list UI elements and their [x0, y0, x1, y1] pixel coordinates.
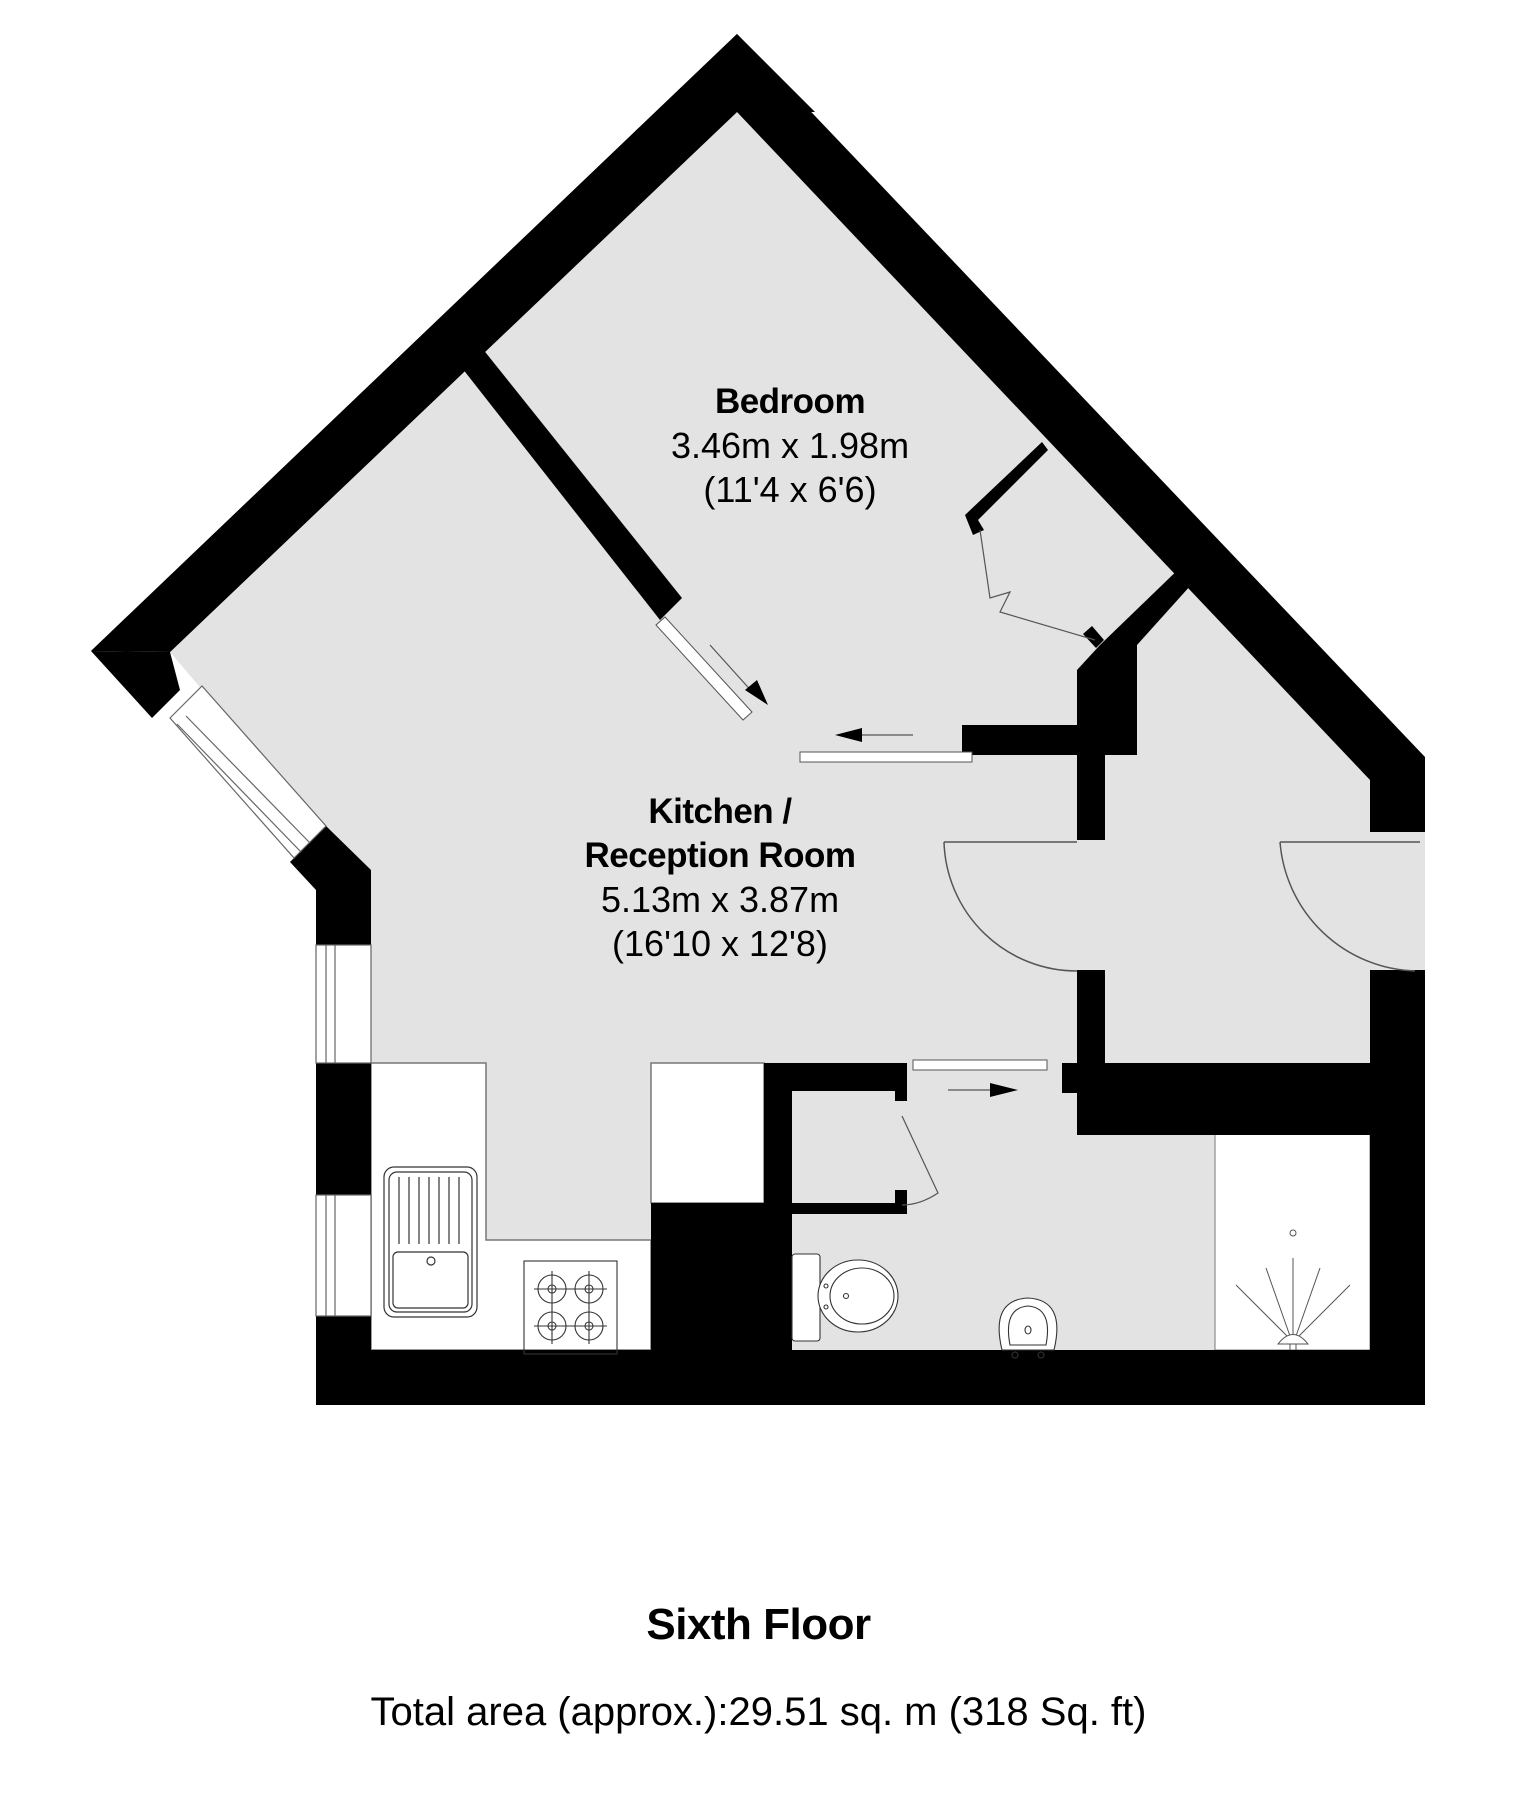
kitchen-counters — [370, 1062, 765, 1351]
room-dimensions-metric: 3.46m x 1.98m — [670, 425, 910, 466]
room-name-line2: Reception Room — [584, 836, 856, 875]
basin-icon — [998, 1297, 1058, 1359]
room-dimensions-metric: 5.13m x 3.87m — [600, 879, 840, 920]
room-label-kitchen-reception: Kitchen / Reception Room 5.13m x 3.87m (… — [520, 790, 920, 966]
room-dimensions-imperial: (11'4 x 6'6) — [703, 469, 877, 510]
shower-icon — [1235, 1229, 1351, 1350]
interior-walls — [462, 348, 1425, 1350]
total-area: Total area (approx.):29.51 sq. m (318 Sq… — [370, 1690, 1147, 1734]
sink-icon — [383, 1166, 478, 1318]
swing-door-icon — [943, 832, 1425, 972]
hob-icon — [523, 1260, 618, 1355]
room-name-line1: Kitchen / — [648, 792, 792, 831]
floor-title: Sixth Floor — [646, 1600, 871, 1649]
room-dimensions-imperial: (16'10 x 12'8) — [612, 923, 828, 964]
room-name: Bedroom — [714, 382, 866, 421]
room-label-bedroom: Bedroom 3.46m x 1.98m (11'4 x 6'6) — [600, 380, 980, 512]
wardrobe-icon — [979, 529, 1096, 641]
toilet-icon — [791, 1253, 899, 1342]
outer-walls — [91, 34, 1425, 1405]
sliding-door-icon — [655, 616, 1048, 1097]
floor-area — [170, 112, 1370, 1350]
cupboard-door-icon — [901, 1115, 939, 1206]
window-icon — [169, 685, 372, 1317]
